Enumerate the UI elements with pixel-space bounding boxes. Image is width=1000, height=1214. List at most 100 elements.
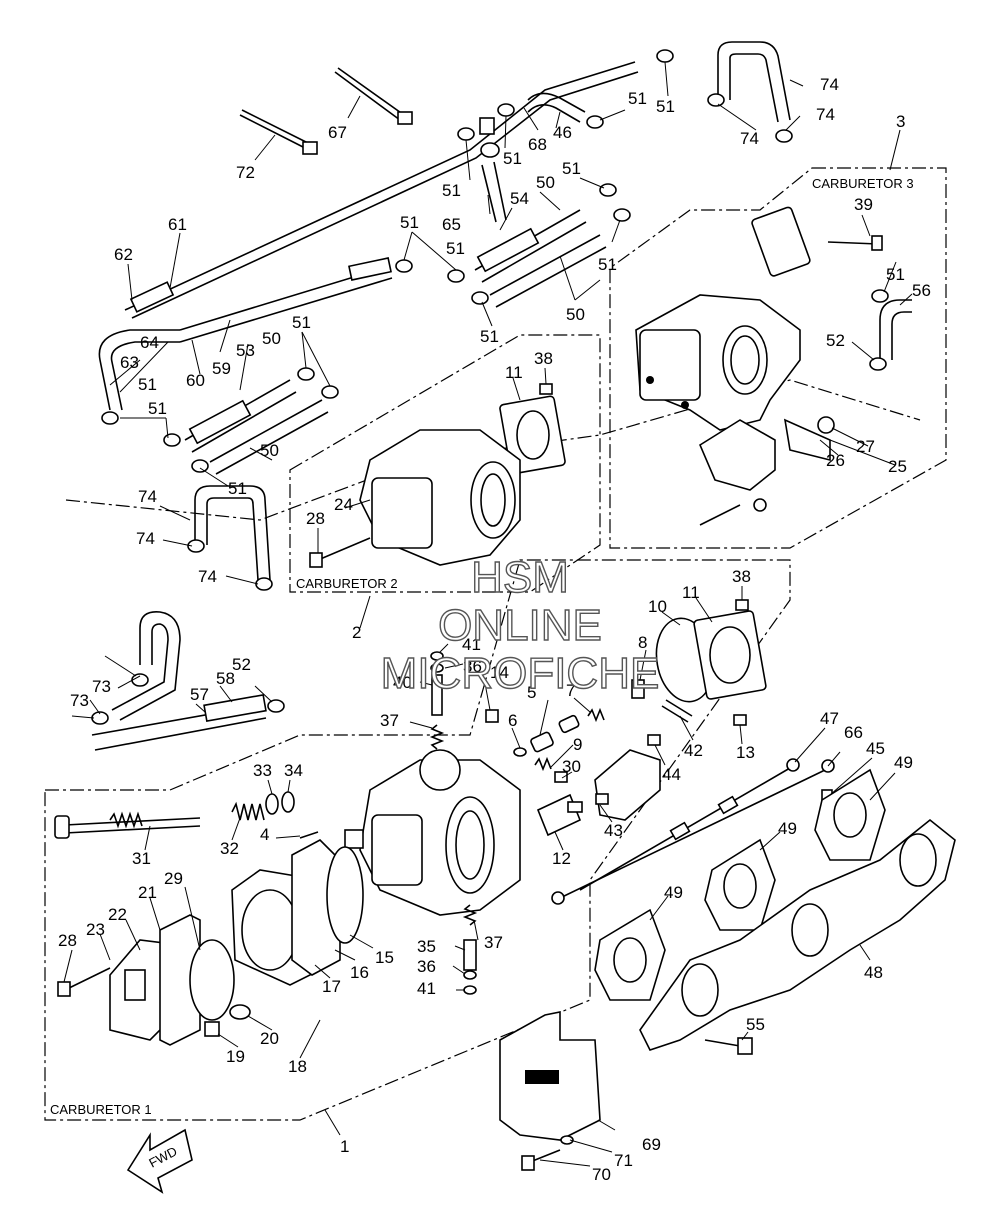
tube-50-right [489,234,607,308]
manifold-48 [639,818,956,1051]
clip-74 [255,577,273,591]
screw-line [699,504,741,526]
screw [681,401,689,409]
clip-74 [707,93,725,107]
callout-50-left: 50 [260,441,279,460]
callout-72: 73 [92,677,111,696]
carb-3-cover [639,329,701,401]
carburetor-1-boundary [44,559,791,1121]
gasket-49-3 [814,768,886,861]
bracket-slot [525,1070,559,1084]
callout-51-g: 51 [442,181,461,200]
tube-50-left [209,399,329,475]
callout-51-a: 51 [138,375,157,394]
callout-69: 71 [614,1151,633,1170]
callout-49-c: 49 [664,883,683,902]
callout-36-lower: 36 [417,957,436,976]
callout-50-left-top: 50 [262,329,281,348]
screw-43 [567,801,583,813]
washer-20 [229,1004,251,1020]
callout-27: 27 [856,437,875,456]
callout-30: 30 [562,757,581,776]
callout-6: 6 [508,711,517,730]
fwd-arrow: FWD [126,1128,193,1194]
callout-51-c: 51 [228,479,247,498]
carburetor-3-boundary [609,167,947,549]
manifold-bore-1 [681,963,719,1017]
callout-51-p: 52 [232,655,251,674]
nut-19 [204,1021,220,1037]
callout-66: 68 [528,135,547,154]
callout-38-upper: 38 [534,349,553,368]
callout-9: 9 [573,735,582,754]
carburetor-3-label: CARBURETOR 3 [812,176,914,191]
callout-73-left: 74 [138,487,157,506]
callout-19: 19 [226,1047,245,1066]
callout-61: 63 [120,353,139,372]
callout-74-a: 74 [740,129,759,148]
carb-1-venturi [445,796,495,894]
clip-51 [471,291,489,305]
hose-72 [111,611,181,721]
manifold-bore-3 [899,833,937,887]
gasket-49-1 [594,908,666,1001]
callout-23: 23 [86,920,105,939]
hose-assemblies [91,41,912,751]
callout-42: 42 [684,741,703,760]
callout-51-e: 51 [400,213,419,232]
valve-5 [530,731,554,753]
clip-74 [775,129,793,143]
callout-3: 3 [896,112,905,131]
carb-3-bore [730,335,760,385]
carburetor-1-body [54,599,767,1046]
callout-47: 47 [820,709,839,728]
tie-wrap-65 [334,67,405,121]
hose-52-right [476,227,540,273]
carburetor-2-body [309,383,566,568]
clip-51 [497,103,515,117]
cover-22-boss [124,969,146,1001]
callout-25: 25 [888,457,907,476]
screw-39-head [871,235,883,251]
washer-33 [265,793,279,815]
clip-74 [131,673,149,687]
jet-40 [431,674,443,716]
carb-2-bore [480,473,506,527]
bracket-67 [499,1011,601,1171]
callout-16: 16 [350,963,369,982]
part-block [344,829,364,849]
callout-58: 60 [186,371,205,390]
callout-21: 21 [138,883,157,902]
hose-54 [879,299,912,360]
callout-5: 5 [527,683,536,702]
tie-wrap-70-head [302,141,318,155]
callout-52-right: 54 [510,189,529,208]
carburetor-2-boundary [289,334,601,593]
callout-26: 26 [826,451,845,470]
cap-41-upper [430,651,444,661]
callout-46: 46 [553,123,572,142]
callout-55: 57 [190,685,209,704]
spring-37-upper [429,724,445,750]
carburetor-1-label: CARBURETOR 1 [50,1102,152,1117]
callout-39: 39 [854,195,873,214]
screw-38-upper [539,383,553,395]
callout-2: 2 [352,623,361,642]
callout-52-left: 53 [236,341,255,360]
gasket-11-upper [499,395,566,475]
callout-43: 43 [604,821,623,840]
callout-18: 18 [288,1057,307,1076]
fwd-arrow-shape [126,1128,193,1194]
callout-22: 22 [108,905,127,924]
callout-51-o: 52 [826,331,845,350]
spring-7 [587,707,605,723]
rod-end [551,891,565,905]
hose-clips [91,49,889,725]
jet-35 [463,939,477,971]
hose-52-left [188,399,252,445]
pilot-screw-knob [54,815,70,839]
manifold-bore-2 [791,903,829,957]
plug-30 [554,771,568,783]
callout-8: 8 [638,633,647,652]
callout-64: 66 [844,723,863,742]
